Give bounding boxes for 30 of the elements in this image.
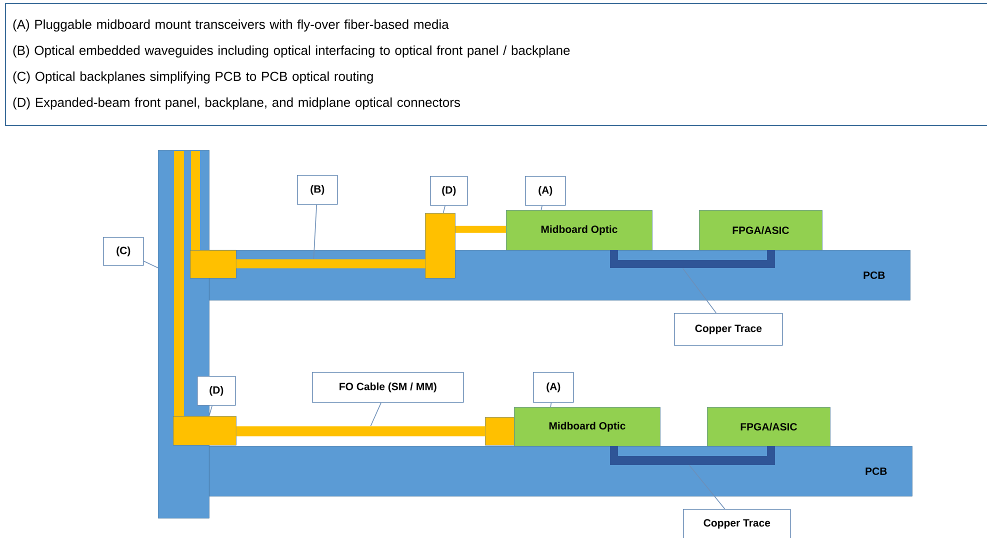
- callout-box: FO Cable (SM / MM): [312, 372, 464, 403]
- leader-line: [313, 204, 317, 260]
- callout-box: (A): [525, 176, 566, 206]
- callout-box: Copper Trace: [683, 509, 791, 538]
- callout-box: (C): [103, 237, 144, 266]
- connector-block: [173, 416, 236, 446]
- callout-box: (B): [297, 175, 338, 205]
- pcb-board: PCB: [209, 446, 912, 496]
- leader-line: [442, 205, 446, 214]
- callout-box: (A): [533, 372, 574, 403]
- module-box: Midboard Optic: [506, 210, 652, 250]
- callout-box: (D): [197, 376, 236, 406]
- leader-line: [550, 402, 552, 408]
- connector-block: [485, 417, 514, 446]
- copper-trace: [610, 250, 775, 268]
- leader-line: [143, 260, 158, 268]
- description-box: (A) Pluggable midboard mount transceivers with fly-over fiber-based media (B) Optical embedded waveguides including optical interfacing to optical front panel / backplane (C) Optical backplanes simplifying PCB to PCB optical routing (D) Expanded-beam front panel, backplane, and midplane optical connectors: [5, 3, 987, 126]
- connector-block: [190, 250, 236, 278]
- leader-line: [540, 205, 542, 210]
- leader-line: [370, 402, 382, 426]
- chip-box: FPGA/ASIC: [707, 407, 830, 446]
- fiber-line: [455, 226, 506, 233]
- leader-line: [208, 405, 212, 416]
- connector-block: [425, 213, 456, 278]
- waveguide: [236, 259, 426, 268]
- callout-box: Copper Trace: [674, 313, 783, 346]
- chip-box: FPGA/ASIC: [699, 210, 822, 250]
- callout-box: (D): [430, 176, 468, 206]
- module-box: Midboard Optic: [514, 407, 660, 446]
- copper-trace: [610, 446, 775, 465]
